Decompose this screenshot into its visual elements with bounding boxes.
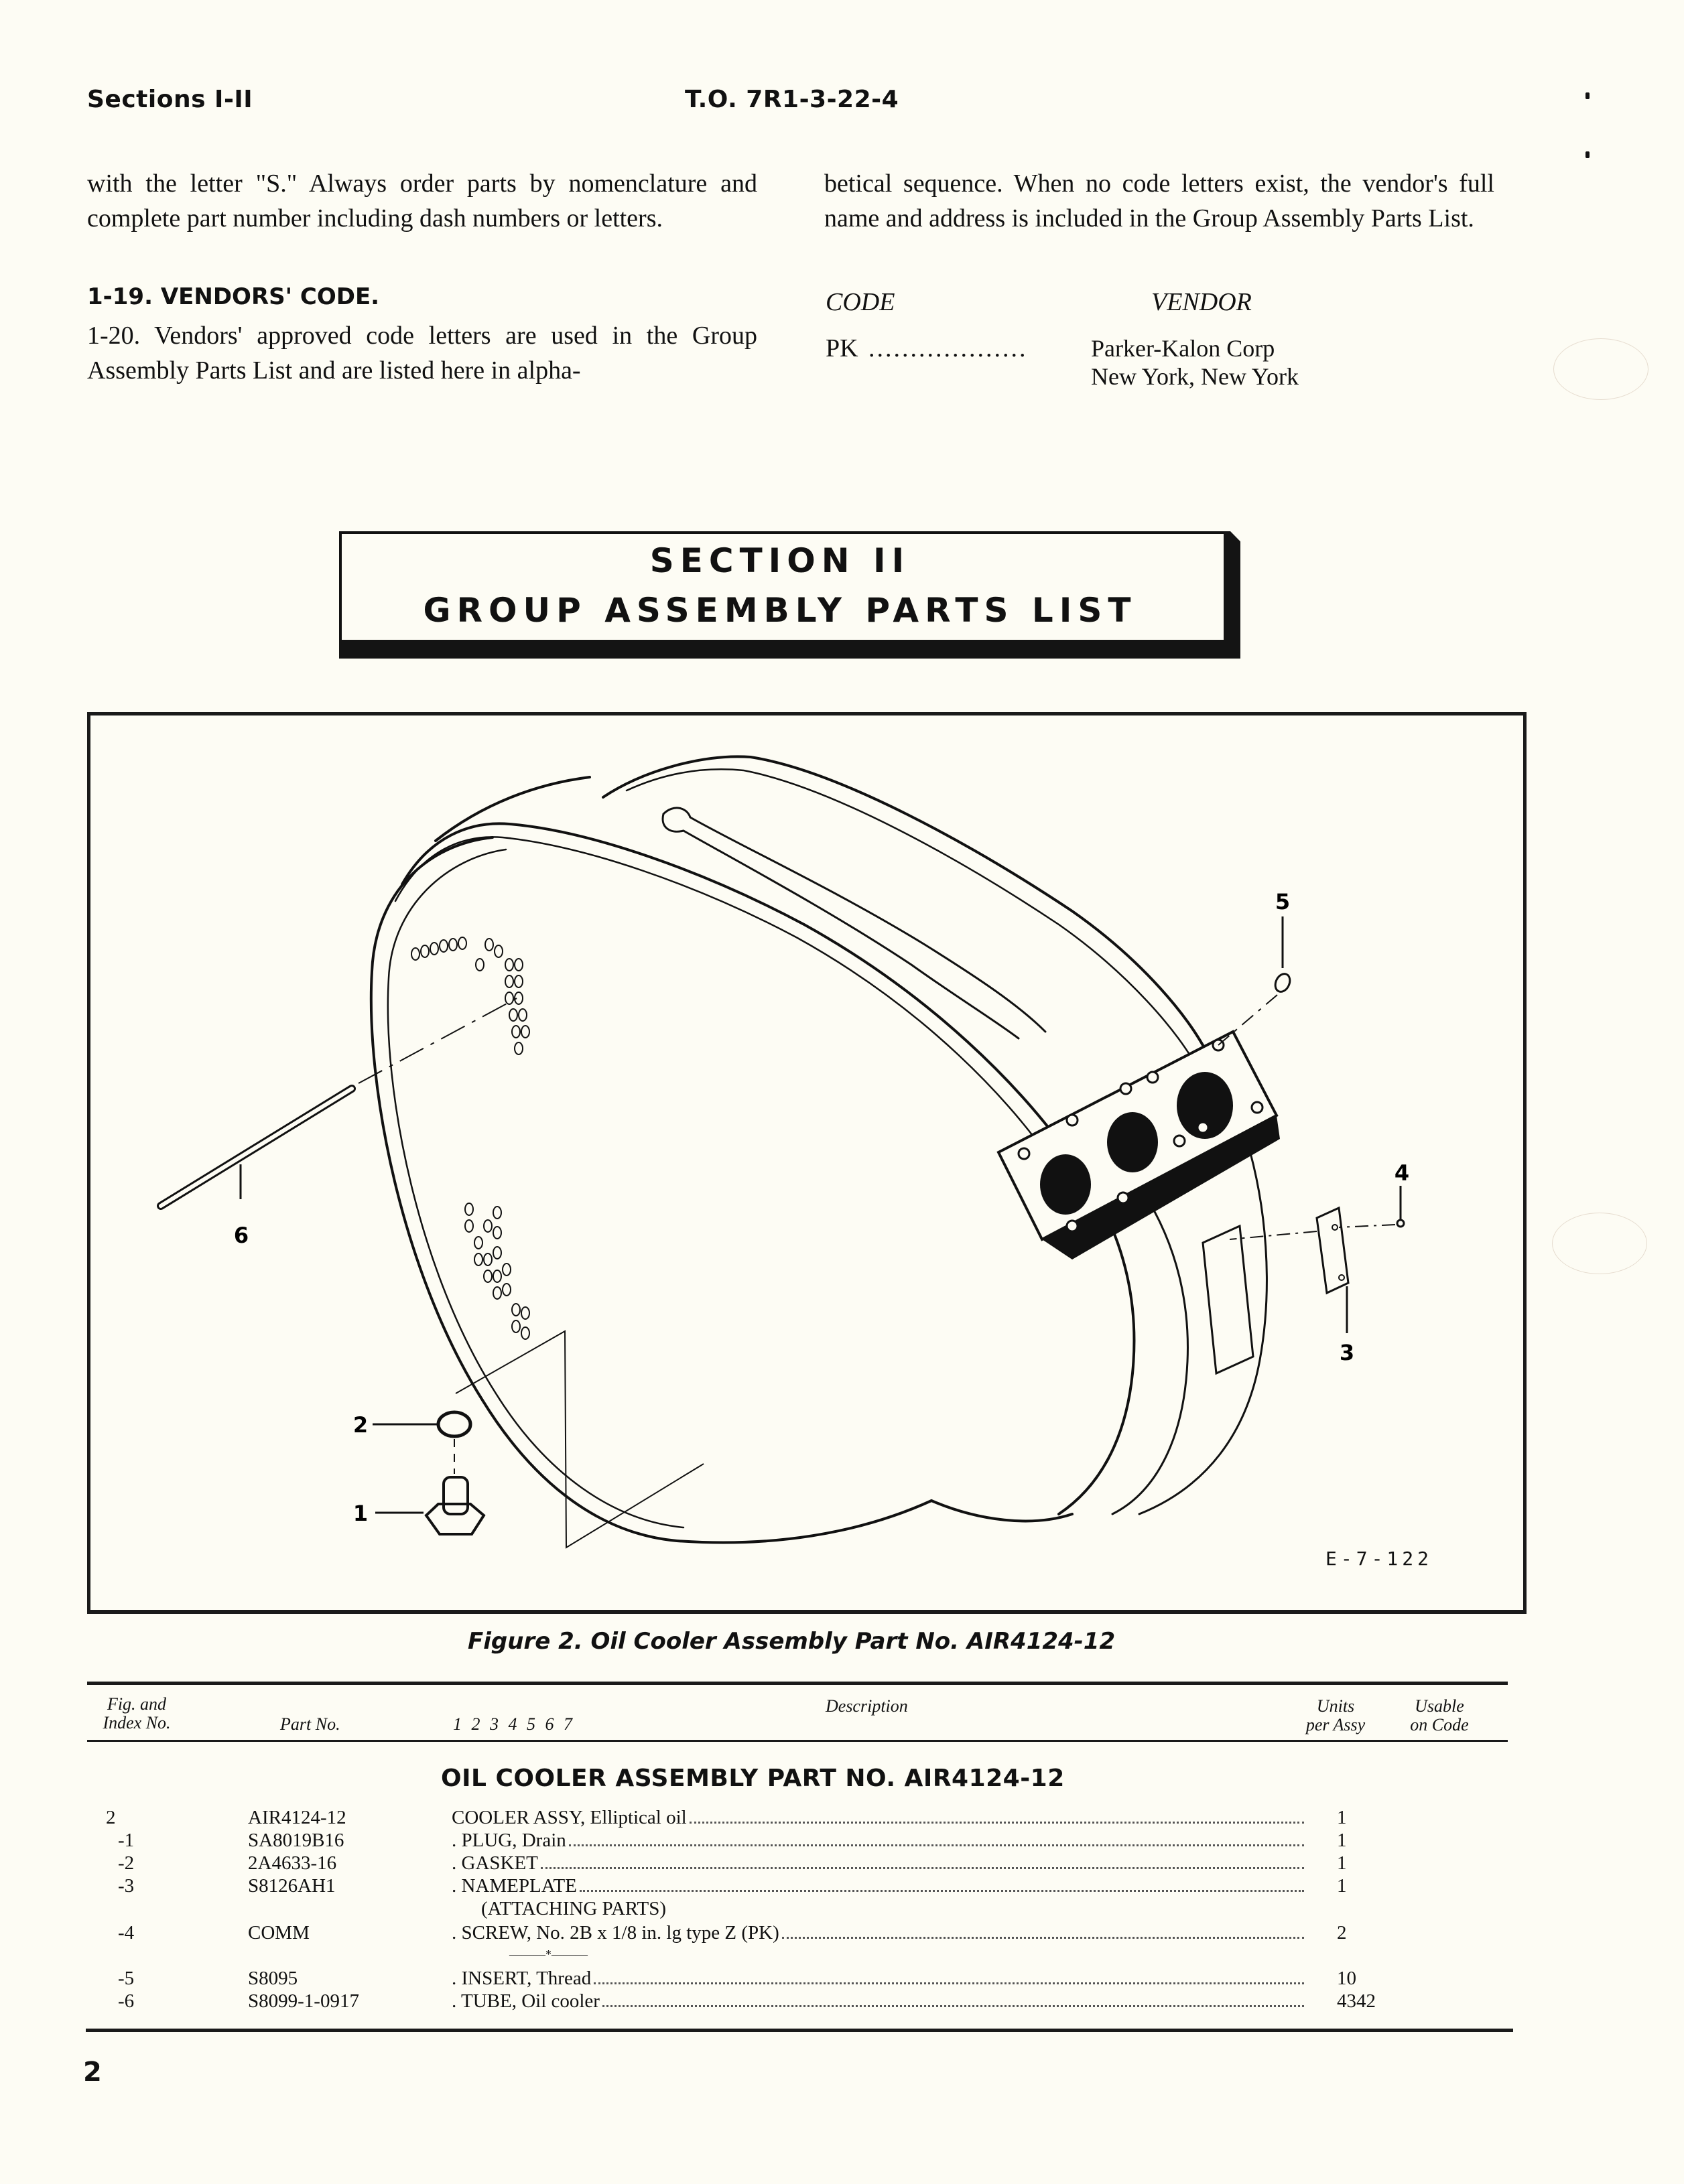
part-number: COMM bbox=[248, 1922, 310, 1943]
index-number: -4 bbox=[118, 1922, 135, 1943]
technical-order-number: T.O. 7R1-3-22-4 bbox=[685, 86, 899, 113]
index-number: 2 bbox=[106, 1807, 116, 1828]
units-per-assy: 4342 bbox=[1337, 1990, 1376, 2012]
table-top-rule bbox=[87, 1682, 1508, 1685]
col-header-fig-index: Fig. and Index No. bbox=[103, 1694, 171, 1732]
section-number: SECTION II bbox=[649, 541, 911, 580]
table-row-attaching-parts: (ATTACHING PARTS) bbox=[0, 1897, 1684, 1920]
units-per-assy: 2 bbox=[1337, 1922, 1347, 1943]
units-per-assy: 1 bbox=[1337, 1875, 1347, 1897]
section-banner-shadow bbox=[339, 640, 1240, 659]
code-column-header: CODE bbox=[826, 288, 895, 316]
table-row: 2 AIR4124-12 COOLER ASSY, Elliptical oil… bbox=[0, 1806, 1684, 1829]
figure-caption: Figure 2. Oil Cooler Assembly Part No. A… bbox=[468, 1628, 1116, 1655]
leader-dots bbox=[594, 1982, 1304, 1984]
description: . SCREW, No. 2B x 1/8 in. lg type Z (PK) bbox=[452, 1921, 1307, 1944]
part-number: AIR4124-12 bbox=[248, 1807, 346, 1828]
col-header-indent-levels: 1 2 3 4 5 6 7 bbox=[453, 1714, 572, 1734]
index-number: -5 bbox=[118, 1968, 135, 1989]
vendor-name: Parker-Kalon Corp bbox=[1091, 335, 1275, 362]
table-row: -5 S8095 . INSERT, Thread 10 bbox=[0, 1967, 1684, 1990]
parts-table-body: 2 AIR4124-12 COOLER ASSY, Elliptical oil… bbox=[0, 1806, 1684, 2027]
index-number: -1 bbox=[118, 1830, 135, 1851]
assembly-title: OIL COOLER ASSEMBLY PART NO. AIR4124-12 bbox=[441, 1765, 1065, 1792]
leader-dots bbox=[602, 2004, 1304, 2007]
part-number: S8095 bbox=[248, 1968, 298, 1989]
drawing-id: E-7-122 bbox=[1325, 1548, 1433, 1570]
section-banner-shadow bbox=[1224, 531, 1240, 659]
callout-2: 2 bbox=[353, 1412, 368, 1438]
table-row: -1 SA8019B16 . PLUG, Drain 1 bbox=[0, 1829, 1684, 1852]
units-per-assy: 1 bbox=[1337, 1852, 1347, 1874]
description: . INSERT, Thread bbox=[452, 1967, 1307, 1990]
col-header-units-per-assy: Units per Assy bbox=[1305, 1696, 1366, 1734]
description: . NAMEPLATE bbox=[452, 1874, 1307, 1897]
leader-dots bbox=[579, 1889, 1304, 1892]
callout-5: 5 bbox=[1275, 889, 1290, 914]
description: . TUBE, Oil cooler bbox=[452, 1990, 1307, 2012]
footer-rule bbox=[86, 2029, 1513, 2032]
units-per-assy: 1 bbox=[1337, 1807, 1347, 1828]
section-banner bbox=[339, 531, 1224, 642]
leader-dots bbox=[540, 1866, 1304, 1869]
page-number: 2 bbox=[83, 2057, 102, 2088]
attaching-parts-end-marker: ———*——— bbox=[509, 1948, 588, 1961]
margin-mark bbox=[1585, 92, 1590, 99]
paragraph-1-20: 1-20. Vendors' approved code letters are… bbox=[87, 322, 757, 385]
vendor-address: New York, New York bbox=[1091, 363, 1299, 390]
leader-dots bbox=[568, 1844, 1304, 1846]
description: . PLUG, Drain bbox=[452, 1829, 1307, 1852]
binder-hole bbox=[1553, 338, 1648, 400]
table-row: -4 COMM . SCREW, No. 2B x 1/8 in. lg typ… bbox=[0, 1921, 1684, 1944]
vendor-leader-dots: ................... bbox=[868, 334, 1028, 362]
binder-hole bbox=[1552, 1213, 1647, 1274]
vendor-code: PK bbox=[826, 334, 858, 362]
leader-dots bbox=[689, 1821, 1304, 1824]
col-header-description: Description bbox=[826, 1696, 908, 1716]
table-row: -2 2A4633-16 . GASKET 1 bbox=[0, 1852, 1684, 1874]
margin-mark bbox=[1585, 151, 1590, 158]
index-number: -2 bbox=[118, 1852, 135, 1874]
table-row-separator: ———*——— bbox=[0, 1943, 1684, 1966]
callout-6: 6 bbox=[234, 1223, 249, 1248]
description: . GASKET bbox=[452, 1852, 1307, 1874]
vendor-column-header: VENDOR bbox=[1151, 288, 1252, 316]
index-number: -6 bbox=[118, 1990, 135, 2012]
units-per-assy: 1 bbox=[1337, 1830, 1347, 1851]
table-header-rule bbox=[87, 1740, 1508, 1742]
part-number: S8126AH1 bbox=[248, 1875, 336, 1897]
callout-1: 1 bbox=[353, 1501, 368, 1526]
section-title: GROUP ASSEMBLY PARTS LIST bbox=[423, 591, 1137, 630]
intro-right-paragraph: betical sequence. When no code letters e… bbox=[824, 169, 1494, 232]
callout-3: 3 bbox=[1340, 1340, 1354, 1365]
part-number: S8099-1-0917 bbox=[248, 1990, 359, 2012]
attaching-parts-label: (ATTACHING PARTS) bbox=[481, 1898, 667, 1919]
table-row: -3 S8126AH1 . NAMEPLATE 1 bbox=[0, 1874, 1684, 1897]
col-header-usable-on-code: Usable on Code bbox=[1410, 1696, 1469, 1734]
callout-4: 4 bbox=[1395, 1160, 1409, 1186]
description: COOLER ASSY, Elliptical oil bbox=[452, 1806, 1307, 1829]
intro-paragraph-continued: with the letter "S." Always order parts … bbox=[87, 169, 757, 232]
oil-cooler-illustration: 6 5 4 3 2 1 bbox=[157, 755, 1409, 1549]
units-per-assy: 10 bbox=[1337, 1968, 1356, 1989]
part-number: SA8019B16 bbox=[248, 1830, 344, 1851]
leader-dots bbox=[781, 1936, 1304, 1939]
vendors-code-heading: 1-19. VENDORS' CODE. bbox=[87, 283, 380, 310]
table-row: -6 S8099-1-0917 . TUBE, Oil cooler 4342 bbox=[0, 1990, 1684, 2012]
col-header-part-no: Part No. bbox=[280, 1714, 340, 1734]
index-number: -3 bbox=[118, 1875, 135, 1897]
section-indicator: Sections I-II bbox=[87, 86, 253, 113]
figure-frame bbox=[87, 712, 1527, 1614]
part-number: 2A4633-16 bbox=[248, 1852, 337, 1874]
